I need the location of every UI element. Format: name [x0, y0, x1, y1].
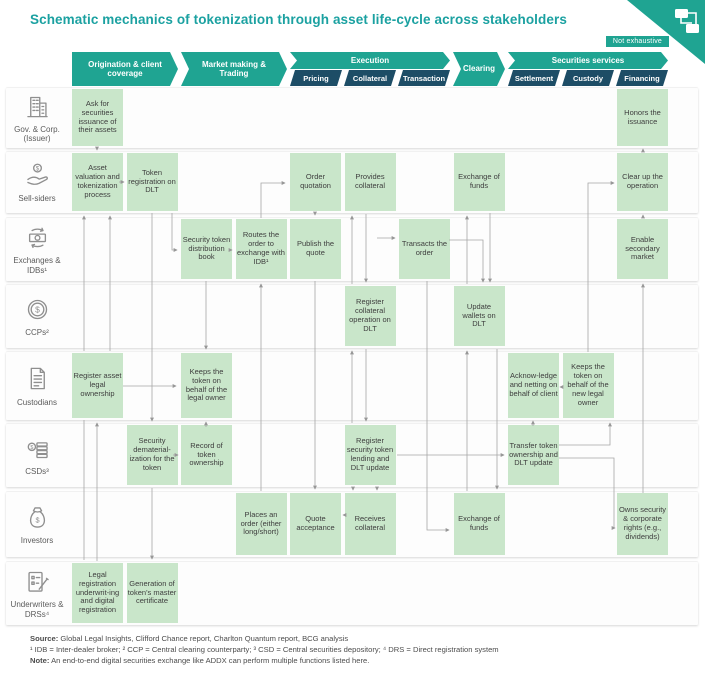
not-exhaustive-badge: Not exhaustive	[605, 36, 669, 47]
note-line: Note: An end-to-end digital securities e…	[30, 655, 370, 665]
process-box: Legal registration underwrit-ing and dig…	[72, 563, 123, 623]
process-box: Clear up the operation	[617, 153, 668, 211]
process-box: Record of token ownership	[181, 425, 232, 485]
svg-text:$: $	[35, 304, 40, 314]
process-box: Keeps the token on behalf of the legal o…	[181, 353, 232, 418]
process-box: Ask for securities issuance of their ass…	[72, 89, 123, 146]
stakeholder-label: Exchanges & IDBs¹	[13, 256, 61, 275]
phase-sub-label: Collateral	[344, 70, 396, 86]
stakeholder-item: $ Sell-siders	[8, 152, 66, 213]
phase-label: Execution	[290, 52, 450, 69]
hand-money-icon: $	[24, 162, 51, 191]
process-box: Owns security & corporate rights (e.g., …	[617, 493, 668, 555]
process-box: Transacts the order	[399, 219, 450, 279]
process-box: Security dematerial-ization for the toke…	[126, 425, 178, 485]
exchange-icon	[24, 224, 51, 253]
money-bag-icon: $	[24, 504, 51, 533]
clipboard-pen-icon	[24, 568, 51, 597]
phase-sub-label: Transaction	[398, 70, 450, 86]
phase-sub-label: Custody	[562, 70, 614, 86]
footnotes-line: ¹ IDB = Inter-dealer broker; ² CCP = Cen…	[30, 644, 499, 654]
stakeholder-label: CSDs³	[25, 467, 49, 476]
phase-sub-label: Financing	[616, 70, 668, 86]
process-box: Asset valuation and tokenization process	[72, 153, 123, 211]
process-box: Register collateral operation on DLT	[344, 286, 396, 346]
phase-label: Market making & Trading	[181, 52, 287, 86]
phase-label: Origination & client coverage	[72, 52, 178, 86]
stakeholder-label: CCPs²	[25, 328, 49, 337]
building-icon	[24, 93, 51, 122]
process-box: Generation of token's master certificate	[126, 563, 178, 623]
stakeholder-item: Custodians	[8, 352, 66, 420]
flowchart-icon	[627, 0, 705, 64]
stakeholder-label: Gov. & Corp. (Issuer)	[14, 124, 60, 144]
phase-label: Securities services	[508, 52, 668, 69]
document-icon	[24, 365, 51, 394]
stakeholder-label: Custodians	[16, 397, 58, 407]
process-box: Security token distribution book	[181, 219, 232, 279]
process-box: Receives collateral	[344, 493, 396, 555]
process-box: Publish the quote	[290, 219, 341, 279]
process-box: Enable secondary market	[617, 219, 668, 279]
process-box: Keeps the token on behalf of the new leg…	[562, 353, 614, 418]
footer-notes: Source: Global Legal Insights, Clifford …	[30, 634, 499, 666]
process-box: Routes the order to exchange with IDB¹	[235, 219, 287, 279]
process-box: Exchange of funds	[453, 153, 505, 211]
svg-text:$: $	[35, 165, 39, 172]
process-box: Register asset legal ownership	[72, 353, 123, 418]
source-line: Source: Global Legal Insights, Clifford …	[30, 634, 349, 643]
coins-stack-icon: $	[24, 435, 51, 464]
svg-text:$: $	[35, 515, 39, 524]
process-box: Transfer token ownership and DLT update	[508, 425, 559, 485]
process-box: Quote acceptance	[290, 493, 341, 555]
process-box: Provides collateral	[344, 153, 396, 211]
process-box: Token registration on DLT	[126, 153, 178, 211]
coin-icon: $	[24, 296, 51, 325]
stakeholder-item: Underwriters & DRSs⁴	[8, 562, 66, 625]
process-box: Update wallets on DLT	[453, 286, 505, 346]
row-band	[6, 218, 698, 281]
svg-text:$: $	[30, 445, 33, 451]
stakeholder-item: Exchanges & IDBs¹	[8, 218, 66, 281]
phase-sub-label: Settlement	[508, 70, 560, 86]
phase-label: Clearing	[453, 52, 505, 86]
stakeholder-item: $ CCPs²	[8, 285, 66, 348]
process-box: Honors the issuance	[617, 89, 668, 146]
stakeholder-label: Underwriters & DRSs⁴	[10, 600, 64, 619]
process-box: Order quotation	[290, 153, 341, 211]
stakeholder-item: $ Investors	[8, 492, 66, 557]
stakeholder-label: Sell-siders	[18, 194, 56, 203]
process-box: Places an order (either long/short)	[235, 493, 287, 555]
stakeholder-item: $ CSDs³	[8, 424, 66, 487]
stakeholder-label: Investors	[20, 536, 54, 545]
process-box: Register security token lending and DLT …	[344, 425, 396, 485]
phase-sub-label: Pricing	[290, 70, 342, 86]
process-box: Acknow-ledge and netting on behalf of cl…	[508, 353, 559, 418]
page-title: Schematic mechanics of tokenization thro…	[30, 12, 567, 27]
stakeholder-item: Gov. & Corp. (Issuer)	[8, 88, 66, 148]
process-box: Exchange of funds	[453, 493, 505, 555]
